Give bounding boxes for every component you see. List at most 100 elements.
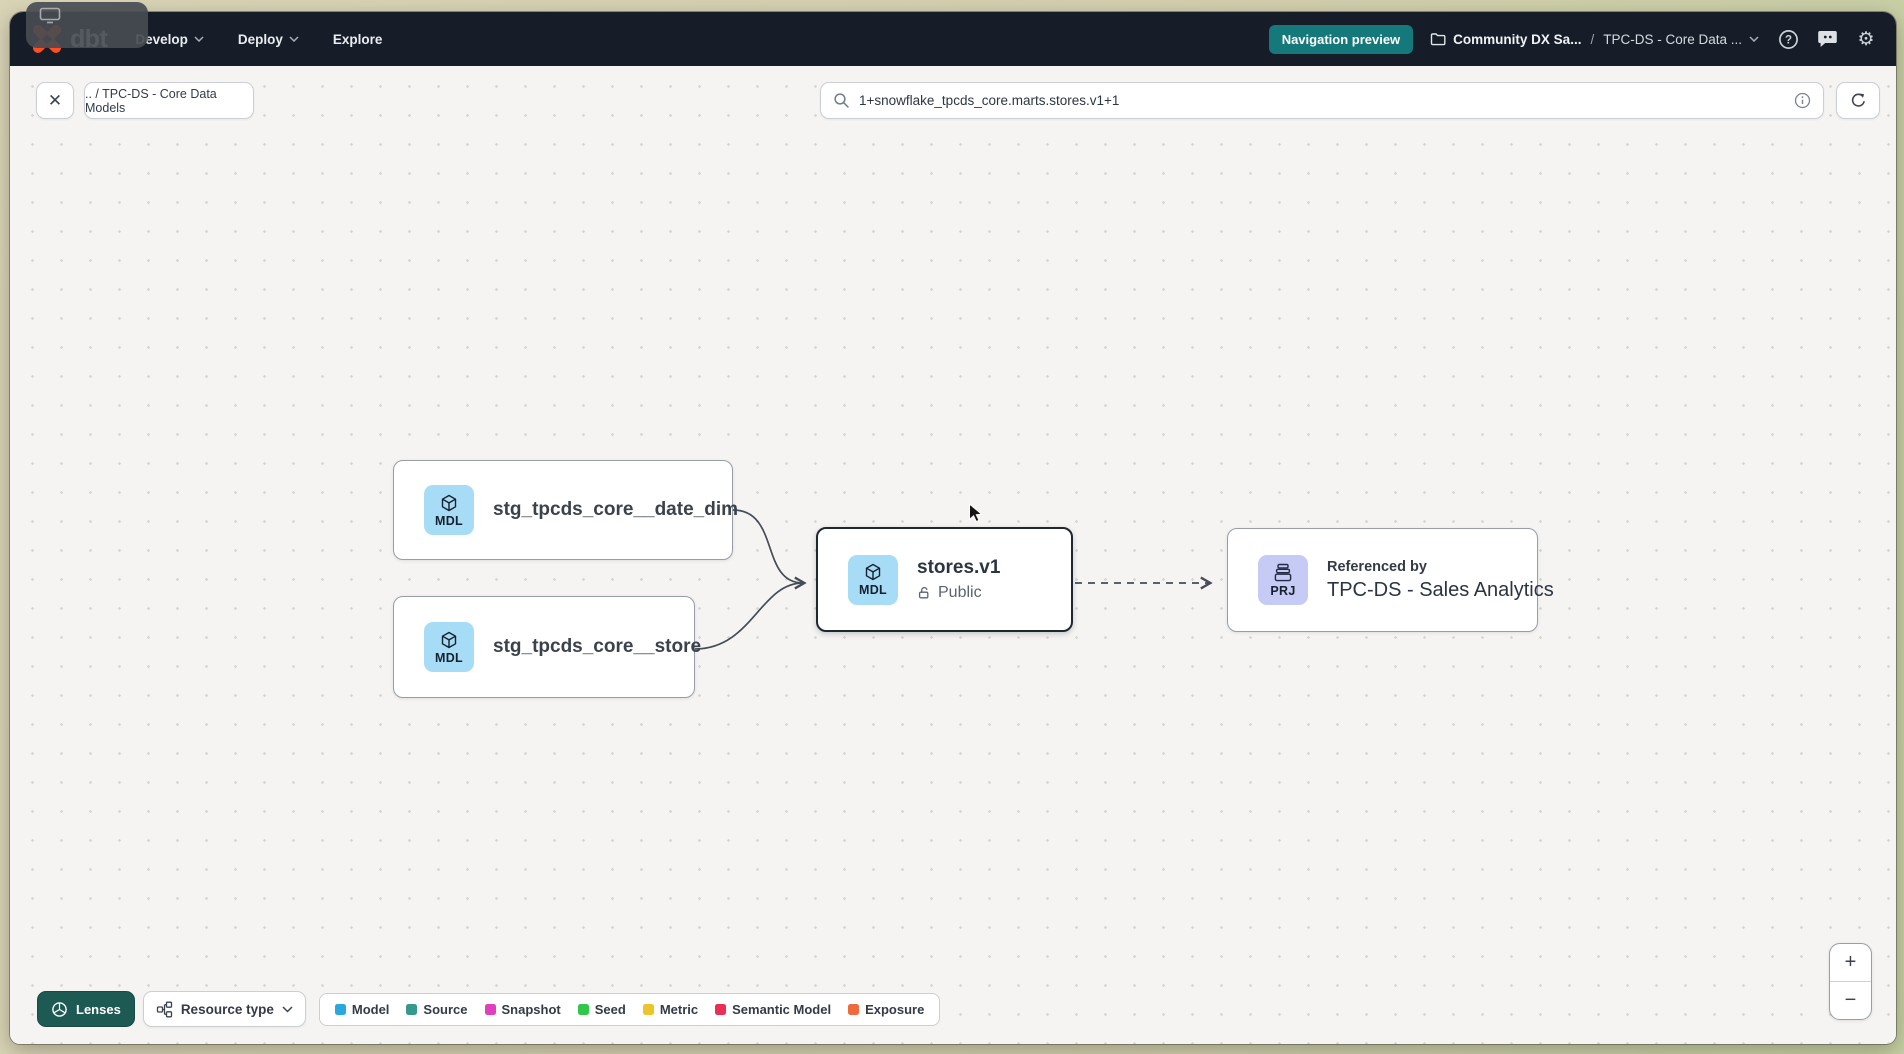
nav-item-develop-label: Develop (135, 31, 188, 47)
badge-label: MDL (435, 650, 463, 665)
legend-item: Snapshot (484, 1001, 561, 1017)
lens-aperture-icon (52, 1001, 67, 1017)
chevron-down-icon (1749, 36, 1759, 42)
project-badge: PRJ (1258, 555, 1308, 605)
graph-node-stores-v1[interactable]: MDL stores.v1 Public (816, 527, 1073, 632)
legend-item: Metric (642, 1001, 699, 1017)
breadcrumb: Community DX Sa... / TPC-DS - Core Data … (1430, 32, 1759, 47)
legend-item-label: Seed (594, 1001, 626, 1017)
monitor-icon (39, 7, 61, 24)
chevron-down-icon (194, 36, 204, 42)
legend-swatch (577, 1003, 589, 1015)
cube-icon (865, 563, 881, 581)
graph-node-tpcds-sales-analytics[interactable]: PRJ Referenced by TPC-DS - Sales Analyti… (1227, 528, 1554, 632)
legend-item: Exposure (848, 1002, 924, 1017)
chevron-down-icon (282, 1005, 293, 1013)
stack-icon (1274, 563, 1292, 581)
model-badge: MDL (424, 485, 474, 535)
lock-open-icon (918, 586, 929, 599)
legend-swatch (334, 1003, 346, 1015)
resource-type-label: Resource type (180, 1001, 274, 1017)
chat-bubble-icon (1817, 31, 1837, 47)
zoom-in-button[interactable]: + (1844, 951, 1857, 973)
search-icon (834, 93, 849, 108)
node-label: stg_tpcds_core__store (493, 636, 702, 657)
lineage-selector-input[interactable] (859, 93, 1785, 108)
node-access: Public (917, 584, 1000, 602)
svg-text:?: ? (1784, 34, 1791, 46)
nav-item-explore-label: Explore (332, 31, 383, 47)
breadcrumb-project[interactable]: TPC-DS - Core Data ... (1603, 32, 1759, 47)
legend-swatch (406, 1003, 418, 1015)
legend-item: Source (406, 1001, 468, 1017)
help-button[interactable]: ? (1776, 27, 1800, 51)
nav-icon-group: ? ⚙ (1776, 27, 1878, 51)
badge-label: PRJ (1270, 583, 1296, 598)
graph-node-stg-tpcds-core-date-dim[interactable]: MDL stg_tpcds_core__date_dim (393, 460, 738, 560)
mouse-cursor (969, 503, 983, 523)
legend-swatch (484, 1003, 496, 1015)
refresh-button[interactable] (1836, 82, 1880, 119)
resource-type-button[interactable]: Resource type (142, 991, 306, 1027)
legend-item-label: Source (423, 1001, 468, 1017)
node-label: stg_tpcds_core__date_dim (493, 499, 738, 520)
cube-icon (441, 494, 457, 511)
lineage-breadcrumb-chip[interactable]: .. / TPC-DS - Core Data Models (84, 82, 254, 119)
legend-swatch (715, 1003, 727, 1015)
chevron-down-icon (289, 36, 299, 42)
node-label: TPC-DS - Sales Analytics (1327, 578, 1554, 601)
breadcrumb-account-label: Community DX Sa... (1453, 31, 1582, 47)
node-label: stores.v1 (917, 557, 1001, 578)
question-circle-icon: ? (1778, 29, 1798, 49)
legend-item-label: Snapshot (501, 1001, 561, 1017)
bottom-controls: Lenses Resource type Model Source (37, 991, 941, 1027)
lenses-button[interactable]: Lenses (37, 991, 135, 1027)
legend-item-label: Exposure (865, 1001, 925, 1017)
legend-item: Seed (577, 1001, 626, 1017)
model-badge: MDL (848, 554, 898, 605)
navigation-preview-badge[interactable]: Navigation preview (1268, 24, 1414, 54)
legend-item: Semantic Model (715, 1002, 831, 1017)
legend-swatch (642, 1003, 654, 1015)
node-text-block: Referenced by TPC-DS - Sales Analytics (1327, 559, 1554, 602)
nav-item-deploy[interactable]: Deploy (238, 32, 299, 47)
legend-item-label: Model (351, 1001, 390, 1017)
nav-menu: Develop Deploy Explore (135, 32, 382, 47)
node-access-label: Public (938, 584, 982, 601)
lineage-search-bar (820, 82, 1824, 119)
app-window: dbt Develop Deploy Explore Navigation pr… (10, 12, 1896, 1044)
graph-node-stg-tpcds-core-store[interactable]: MDL stg_tpcds_core__store (393, 596, 701, 698)
zoom-out-button[interactable]: − (1830, 981, 1871, 1019)
cube-icon (441, 631, 457, 648)
top-nav: dbt Develop Deploy Explore Navigation pr… (10, 12, 1896, 66)
gear-icon: ⚙ (1857, 28, 1875, 50)
legend-item-label: Metric (659, 1001, 699, 1017)
lenses-button-label: Lenses (76, 1001, 121, 1017)
settings-button[interactable]: ⚙ (1854, 27, 1878, 51)
refresh-icon (1851, 93, 1865, 107)
screen-share-pill (26, 2, 148, 48)
legend: Model Source Snapshot Seed Metric Semant… (318, 992, 941, 1026)
nav-right: Navigation preview Community DX Sa... / … (1268, 24, 1878, 54)
node-text-block: stores.v1 Public (917, 557, 1000, 602)
lineage-canvas[interactable]: ✕ .. / TPC-DS - Core Data Models (10, 66, 1896, 1044)
feedback-button[interactable] (1815, 27, 1839, 51)
legend-swatch (848, 1003, 860, 1015)
nav-item-explore[interactable]: Explore (333, 32, 383, 47)
node-kicker: Referenced by (1327, 558, 1427, 575)
close-lineage-button[interactable]: ✕ (36, 82, 74, 119)
zoom-controls: + − (1829, 943, 1872, 1020)
model-badge: MDL (424, 622, 474, 672)
info-icon[interactable] (1794, 92, 1811, 109)
breadcrumb-account[interactable]: Community DX Sa... (1430, 32, 1581, 47)
folder-icon (1430, 33, 1446, 46)
breadcrumb-separator: / (1590, 31, 1595, 47)
sitemap-icon (156, 1001, 172, 1017)
badge-label: MDL (435, 513, 463, 528)
nav-item-deploy-label: Deploy (237, 31, 283, 47)
nav-item-develop[interactable]: Develop (135, 32, 204, 47)
legend-item: Model (334, 1001, 390, 1017)
badge-label: MDL (859, 583, 887, 597)
breadcrumb-project-label: TPC-DS - Core Data ... (1603, 31, 1742, 47)
legend-item-label: Semantic Model (732, 1001, 832, 1017)
